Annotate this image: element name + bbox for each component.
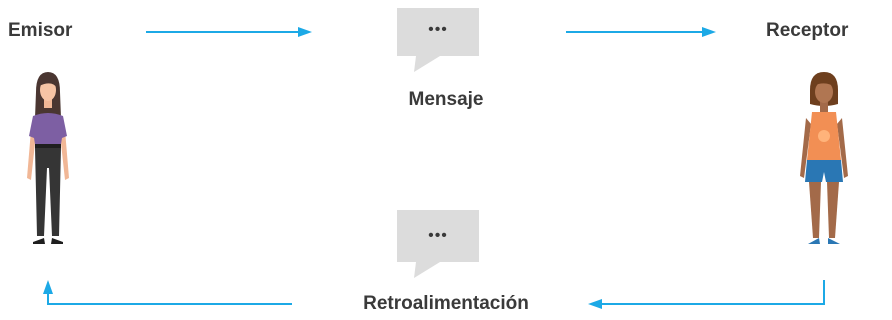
message-bubble <box>397 8 479 72</box>
feedback-bubble-dots: ••• <box>428 227 448 244</box>
woman-figure-icon <box>27 72 69 244</box>
message-label: Mensaje <box>408 89 484 110</box>
arrow-feedback-from-receiver <box>588 280 825 309</box>
receiver-label: Receptor <box>766 20 849 41</box>
feedback-label: Retroalimentación <box>363 293 529 314</box>
sender-label: Emisor <box>8 20 73 41</box>
arrow-sender-to-message <box>146 27 312 37</box>
feedback-bubble <box>397 210 479 278</box>
person-figure-icon <box>800 72 848 244</box>
arrow-feedback-to-sender <box>43 280 292 305</box>
arrow-message-to-receiver <box>566 27 716 37</box>
message-bubble-dots: ••• <box>428 21 448 38</box>
